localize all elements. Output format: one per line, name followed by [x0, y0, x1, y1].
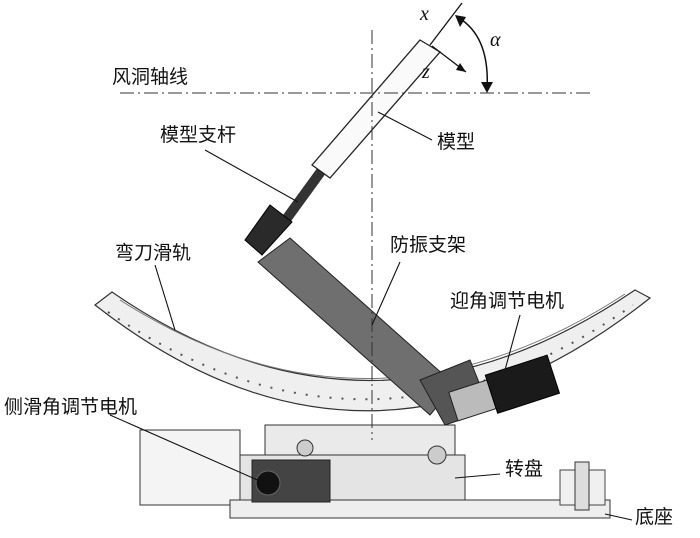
- label-alpha: α: [490, 29, 501, 51]
- sideslip-motor: [251, 459, 331, 503]
- label-sideslip-motor: 侧滑角调节电机: [4, 396, 138, 418]
- label-base: 底座: [635, 506, 674, 528]
- alpha-arc: [461, 19, 489, 91]
- model-sting: [244, 167, 327, 256]
- label-model-sting: 模型支杆: [160, 124, 237, 146]
- label-aoa-motor: 迎角调节电机: [450, 290, 565, 312]
- label-tunnel-axis: 风洞轴线: [112, 66, 189, 88]
- label-curved-rail: 弯刀滑轨: [115, 242, 192, 264]
- model: [311, 39, 442, 179]
- label-z-axis: z: [422, 61, 430, 83]
- base: [139, 429, 611, 519]
- aoa-motor: [448, 354, 561, 422]
- x-axis-line: [429, 2, 463, 46]
- label-turntable: 转盘: [505, 458, 544, 480]
- label-x-axis: x: [420, 3, 429, 25]
- label-model: 模型: [437, 131, 476, 153]
- label-anti-vibration-bracket: 防振支架: [390, 234, 467, 256]
- leader-lines: [109, 111, 633, 521]
- turntable: [239, 424, 466, 501]
